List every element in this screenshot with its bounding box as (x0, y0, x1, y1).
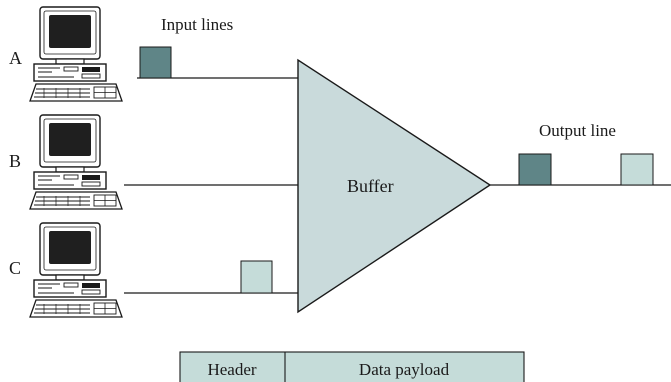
input-lines-caption: Input lines (161, 15, 233, 34)
output-packet-2 (620, 153, 654, 186)
station-c: C (9, 222, 123, 318)
station-b: B (9, 114, 123, 210)
station-a-label: A (9, 48, 22, 68)
output-line-caption: Output line (539, 121, 616, 140)
packet-a (139, 46, 172, 79)
computer-c-icon (29, 222, 123, 318)
header-field-label: Header (207, 360, 256, 379)
packet-format-box (179, 351, 525, 382)
station-c-label: C (9, 258, 21, 278)
computer-a-icon (29, 6, 123, 102)
station-a: A (9, 6, 123, 102)
buffer-triangle (297, 58, 492, 314)
packet-c (240, 260, 273, 294)
packet-format: Header Data payload (179, 351, 525, 382)
computer-b-icon (29, 114, 123, 210)
output-packet-1 (518, 153, 552, 186)
payload-field-label: Data payload (359, 360, 450, 379)
buffer-label: Buffer (347, 176, 394, 196)
station-b-label: B (9, 151, 21, 171)
